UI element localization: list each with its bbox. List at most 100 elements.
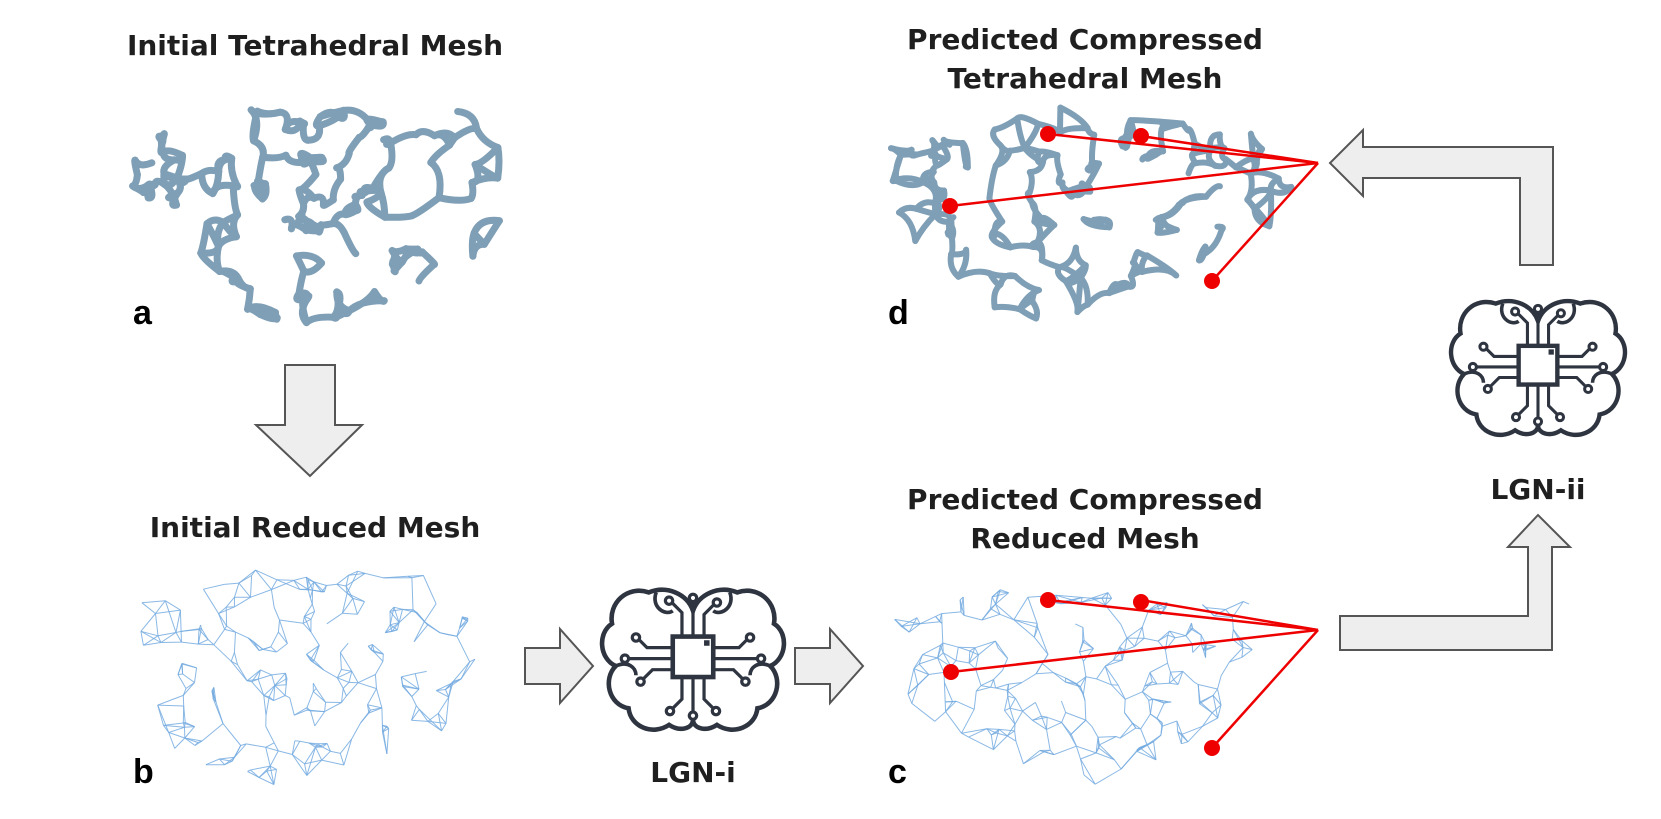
- mesh-strut: [991, 303, 1023, 313]
- mesh-edge: [276, 579, 300, 590]
- mesh-edge: [942, 642, 959, 648]
- mesh-edge: [213, 629, 226, 645]
- mesh-edge: [294, 707, 308, 716]
- mesh-edge: [993, 735, 1008, 750]
- mesh-edge: [986, 728, 1000, 730]
- mesh-edge: [1148, 603, 1158, 611]
- mesh-edge: [183, 722, 186, 724]
- mesh-edge: [246, 743, 266, 748]
- mesh-edge: [373, 651, 384, 662]
- mesh-edge: [1142, 691, 1150, 701]
- mesh-edge: [310, 611, 316, 620]
- mesh-edge: [1104, 592, 1109, 606]
- mesh-edge: [258, 777, 275, 785]
- mesh-edge: [1202, 604, 1207, 608]
- mesh-edge: [1013, 619, 1038, 629]
- mesh-edge: [184, 737, 196, 746]
- mesh-edge: [247, 678, 259, 682]
- mesh-strut: [398, 245, 411, 266]
- mesh-edge: [437, 713, 447, 724]
- mesh-edge: [980, 679, 994, 687]
- mesh-edge: [1075, 746, 1081, 760]
- mesh-edge: [1156, 682, 1170, 685]
- mesh-edge: [1169, 682, 1179, 685]
- mesh-edge: [1041, 663, 1054, 673]
- mesh-edge: [1185, 628, 1194, 637]
- mesh-edge: [274, 685, 286, 696]
- mesh-edge: [1180, 734, 1183, 744]
- mesh-edge: [218, 606, 227, 614]
- mesh-edge: [323, 669, 338, 679]
- mesh-edge: [304, 610, 315, 617]
- mesh-edge: [1080, 758, 1085, 776]
- mesh-strut: [1203, 227, 1225, 256]
- mesh-edge: [459, 620, 469, 629]
- mesh-edge: [411, 688, 420, 697]
- mesh-edge: [313, 645, 320, 661]
- highlight-dot: [1133, 128, 1149, 144]
- mesh-edge: [975, 668, 982, 686]
- mesh-edge: [460, 658, 476, 680]
- mesh-edge: [155, 609, 181, 614]
- mesh-edge: [1199, 694, 1214, 705]
- panel-c-title-line2: Reduced Mesh: [970, 522, 1200, 555]
- mesh-edge: [990, 679, 995, 688]
- mesh-edge: [1104, 666, 1112, 685]
- mesh-edge: [1168, 679, 1174, 684]
- mesh-edge: [937, 652, 944, 659]
- mesh-edge: [201, 723, 224, 742]
- mesh-edge: [1082, 661, 1087, 677]
- mesh-edge: [1124, 646, 1135, 651]
- mesh-edge: [238, 575, 252, 584]
- mesh-edge: [181, 628, 202, 632]
- mesh-edge: [339, 738, 352, 754]
- mesh-edge: [326, 583, 338, 586]
- mesh-edge: [225, 596, 235, 608]
- arrow-right-b-to-lgn-i: [524, 626, 595, 706]
- mesh-edge: [411, 719, 428, 722]
- mesh-edge: [155, 600, 166, 614]
- mesh-edge: [304, 759, 322, 765]
- mesh-edge: [219, 758, 225, 766]
- mesh-edge: [1140, 713, 1151, 730]
- mesh-edge: [1007, 735, 1017, 742]
- mesh-edge: [1177, 731, 1189, 743]
- mesh-edge: [1099, 744, 1115, 761]
- mesh-edge: [265, 742, 275, 748]
- mesh-edge: [265, 746, 279, 752]
- mesh-edge: [1065, 712, 1086, 721]
- mesh-edge: [975, 654, 979, 669]
- mesh-edge: [1113, 759, 1122, 770]
- mesh-edge: [389, 607, 395, 625]
- mesh-edge: [974, 640, 996, 649]
- mesh-edge: [306, 759, 323, 776]
- mesh-edge: [341, 688, 344, 703]
- mesh-edge: [1036, 672, 1054, 675]
- mesh-strut: [959, 140, 970, 170]
- mesh-edge: [1040, 715, 1047, 730]
- mesh-edge: [1096, 678, 1112, 686]
- mesh-edge: [1177, 671, 1184, 685]
- mesh-edge: [337, 677, 350, 683]
- mesh-edge: [1082, 597, 1092, 599]
- mesh-edge: [1004, 696, 1009, 711]
- mesh-edge: [346, 570, 359, 594]
- mesh-edge: [995, 683, 1009, 689]
- mesh-strut: [896, 209, 919, 244]
- mesh-edge: [955, 647, 959, 661]
- mesh-edge: [194, 667, 198, 683]
- mesh-edge: [423, 603, 437, 622]
- mesh-edge: [308, 742, 323, 748]
- arrow-down-a-to-b: [253, 364, 365, 478]
- mesh-edge: [212, 698, 224, 724]
- mesh-edge: [1232, 617, 1234, 630]
- reduced-mesh-c: [894, 589, 1253, 785]
- mesh-edge: [1099, 736, 1117, 746]
- mesh-edge: [427, 720, 447, 724]
- mesh-edge: [1198, 684, 1218, 690]
- mesh-edge: [1076, 683, 1084, 695]
- mesh-edge: [1241, 647, 1244, 658]
- mesh-edge: [240, 743, 247, 746]
- mesh-edge: [1085, 719, 1093, 727]
